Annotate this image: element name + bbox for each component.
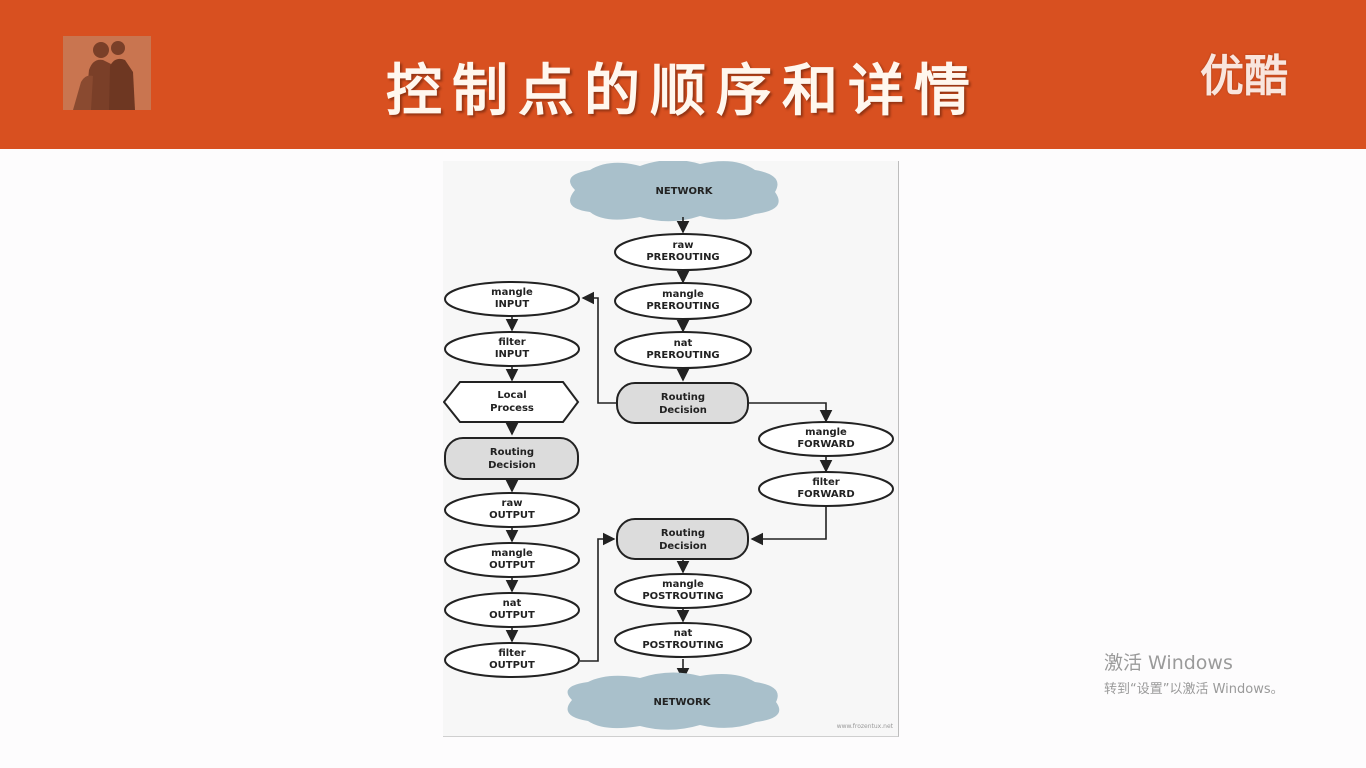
network-cloud-bottom: NETWORK	[567, 672, 780, 730]
activation-title: 激活 Windows	[1104, 652, 1233, 674]
svg-text:INPUT: INPUT	[495, 299, 530, 310]
page-title: 控制点的顺序和详情	[386, 58, 980, 124]
svg-text:mangle: mangle	[491, 548, 533, 559]
svg-text:mangle: mangle	[805, 427, 847, 438]
svg-text:OUTPUT: OUTPUT	[489, 560, 535, 571]
svg-text:Routing: Routing	[490, 447, 534, 458]
svg-text:POSTROUTING: POSTROUTING	[642, 591, 723, 602]
svg-text:mangle: mangle	[662, 289, 704, 300]
node-filter-output: filter OUTPUT	[444, 642, 580, 678]
svg-text:mangle: mangle	[662, 579, 704, 590]
node-routing-decision-2: Routing Decision	[444, 437, 579, 480]
svg-text:Routing: Routing	[661, 392, 705, 403]
windows-activation-notice: 激活 Windows 转到“设置”以激活 Windows。	[1104, 648, 1284, 697]
svg-text:Local: Local	[497, 390, 526, 401]
svg-text:PREROUTING: PREROUTING	[646, 252, 719, 263]
node-raw-output: raw OUTPUT	[444, 492, 580, 528]
netfilter-flow-diagram: NETWORK raw PRER	[442, 159, 899, 737]
youku-watermark: 优酷	[1200, 51, 1288, 102]
node-mangle-output: mangle OUTPUT	[444, 542, 580, 578]
svg-text:INPUT: INPUT	[495, 349, 530, 360]
node-mangle-forward: mangle FORWARD	[758, 421, 894, 457]
svg-text:raw: raw	[502, 498, 523, 509]
svg-text:nat: nat	[674, 628, 693, 639]
node-nat-prerouting: nat PREROUTING	[614, 331, 752, 369]
svg-text:nat: nat	[503, 598, 522, 609]
node-mangle-prerouting: mangle PREROUTING	[614, 282, 752, 320]
flow-arrows	[505, 217, 833, 681]
network-cloud-top: NETWORK	[570, 159, 779, 222]
svg-text:FORWARD: FORWARD	[797, 439, 854, 450]
svg-text:FORWARD: FORWARD	[797, 489, 854, 500]
node-raw-prerouting: raw PREROUTING	[614, 233, 752, 271]
node-nat-postrouting: nat POSTROUTING	[614, 622, 752, 658]
node-routing-decision-1: Routing Decision	[616, 382, 749, 424]
svg-text:OUTPUT: OUTPUT	[489, 510, 535, 521]
svg-text:OUTPUT: OUTPUT	[489, 610, 535, 621]
node-local-process: Local Process	[442, 381, 580, 423]
svg-text:Decision: Decision	[488, 460, 536, 471]
svg-text:PREROUTING: PREROUTING	[646, 350, 719, 361]
node-filter-forward: filter FORWARD	[758, 471, 894, 507]
svg-text:raw: raw	[673, 240, 694, 251]
node-filter-input: filter INPUT	[444, 331, 580, 367]
svg-text:Process: Process	[490, 403, 534, 414]
diagram-credit: www.frozentux.net	[837, 723, 894, 730]
header-bar: 控制点的顺序和详情 优酷	[0, 0, 1366, 149]
node-mangle-postrouting: mangle POSTROUTING	[614, 573, 752, 609]
svg-text:filter: filter	[498, 337, 525, 348]
activation-subtitle: 转到“设置”以激活 Windows。	[1104, 682, 1284, 697]
svg-text:OUTPUT: OUTPUT	[489, 660, 535, 671]
svg-text:Decision: Decision	[659, 405, 707, 416]
svg-text:filter: filter	[812, 477, 839, 488]
svg-text:nat: nat	[674, 338, 693, 349]
silhouette-logo	[63, 36, 151, 110]
svg-text:Decision: Decision	[659, 541, 707, 552]
node-mangle-input: mangle INPUT	[444, 281, 580, 317]
svg-text:Routing: Routing	[661, 528, 705, 539]
network-bottom-label: NETWORK	[653, 697, 711, 708]
svg-text:PREROUTING: PREROUTING	[646, 301, 719, 312]
node-nat-output: nat OUTPUT	[444, 592, 580, 628]
svg-text:mangle: mangle	[491, 287, 533, 298]
network-top-label: NETWORK	[655, 186, 713, 197]
svg-text:filter: filter	[498, 648, 525, 659]
node-routing-decision-3: Routing Decision	[616, 518, 749, 560]
svg-text:POSTROUTING: POSTROUTING	[642, 640, 723, 651]
